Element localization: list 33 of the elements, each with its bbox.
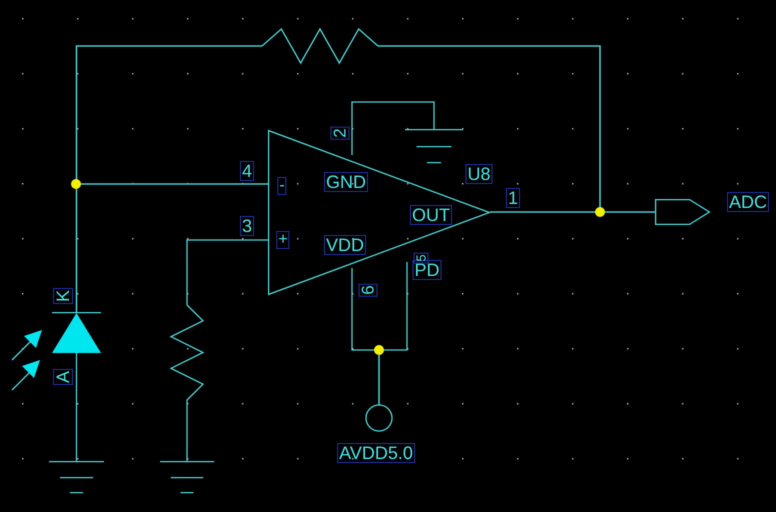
pin-label: K [53, 288, 73, 304]
pin-label: - [277, 177, 287, 195]
wire [76, 183, 268, 312]
pin-label: VDD [324, 235, 366, 255]
power-terminal-symbol [365, 404, 393, 432]
part-reference: U8 [466, 164, 492, 184]
wire [378, 262, 408, 405]
wire [186, 400, 188, 461]
ground-symbol [405, 129, 463, 163]
pin-number: 3 [240, 216, 254, 236]
pin-number: 2 [330, 126, 350, 140]
resistor-symbol [170, 305, 204, 400]
output-port-symbol [655, 199, 710, 225]
pin-number: 5 [414, 252, 428, 264]
opamp-symbol [268, 130, 490, 295]
photodiode-symbol [52, 312, 101, 353]
resistor-symbol [262, 28, 378, 64]
pin-label: PD [412, 260, 442, 280]
pin-number: 4 [240, 161, 254, 181]
pin-number: 1 [506, 188, 520, 208]
power-net-label: AVDD5.0 [337, 443, 415, 463]
pin-label: GND [324, 172, 368, 192]
wire [186, 239, 268, 305]
wire [378, 45, 655, 213]
pin-label: A [53, 369, 73, 385]
ground-symbol [49, 461, 104, 493]
wire [351, 101, 435, 155]
pin-label: OUT [410, 205, 452, 225]
wire [76, 353, 78, 461]
pin-label: + [276, 231, 290, 249]
net-label: ADC [727, 192, 769, 212]
pin-number: 6 [358, 283, 378, 297]
ground-symbol [160, 461, 214, 493]
